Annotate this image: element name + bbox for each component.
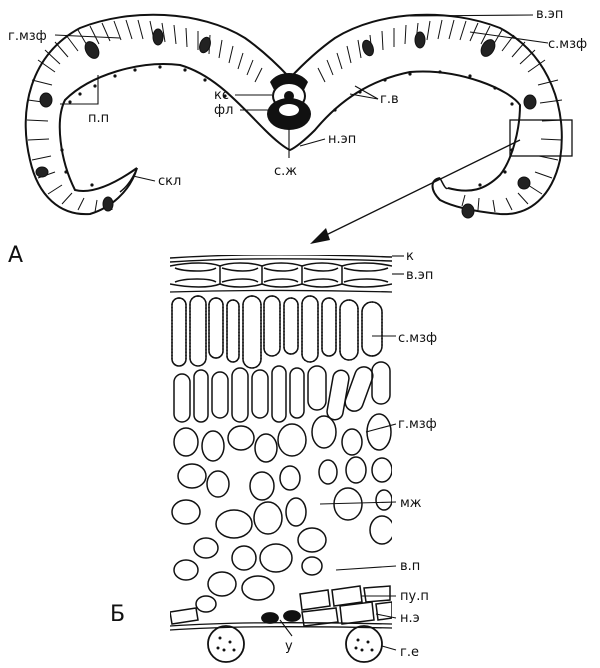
upper-epidermis-cells: [170, 263, 392, 287]
label-b-ge: г.е: [400, 645, 419, 660]
label-b-cuticle: к: [406, 249, 414, 264]
label-b-upper-epidermis: в.эп: [406, 268, 433, 283]
label-b-stoma: у: [285, 639, 293, 654]
palisade-row-upper: [172, 296, 382, 368]
central-vascular-bundle: [267, 73, 311, 130]
label-b-palisade-mesophyll: с.мзф: [398, 331, 437, 346]
panel-a-letter-label: А: [8, 243, 23, 268]
label-a-gv: г.в: [380, 92, 399, 107]
label-a-palisade-mesophyll: с.мзф: [548, 37, 587, 52]
label-b-vp: в.п: [400, 559, 420, 574]
stomata-guard-cells: [208, 611, 382, 662]
palisade-row-lower: [174, 362, 390, 422]
label-b-lower-epidermis: н.э: [400, 611, 420, 626]
label-a-sz: с.ж: [274, 164, 297, 179]
spongy-mesophyll-cells: [172, 414, 394, 612]
panel-b-letter-label: Б: [110, 602, 125, 627]
panel-a-leaf-overview: в.эп г.мзф с.мзф п.п кс фл г.в н.эп скл …: [8, 7, 587, 268]
label-a-lower-epidermis: н.эп: [328, 132, 356, 147]
label-a-phloem: фл: [214, 103, 233, 118]
label-a-sclerenchyma: скл: [158, 174, 181, 189]
label-b-pup: пу.п: [400, 589, 429, 604]
label-a-pp: п.п: [88, 111, 109, 126]
panel-b-tissue-detail: [170, 255, 394, 662]
label-a-xylem: кс: [214, 88, 229, 103]
label-a-upper-epidermis: в.эп: [536, 7, 563, 22]
label-b-intercellular: мж: [400, 496, 422, 511]
label-b-spongy-mesophyll: г.мзф: [398, 417, 437, 432]
lower-epidermis-cells: [170, 586, 392, 630]
zoom-arrow-head: [310, 228, 330, 244]
label-a-spongy-mesophyll: г.мзф: [8, 29, 47, 44]
